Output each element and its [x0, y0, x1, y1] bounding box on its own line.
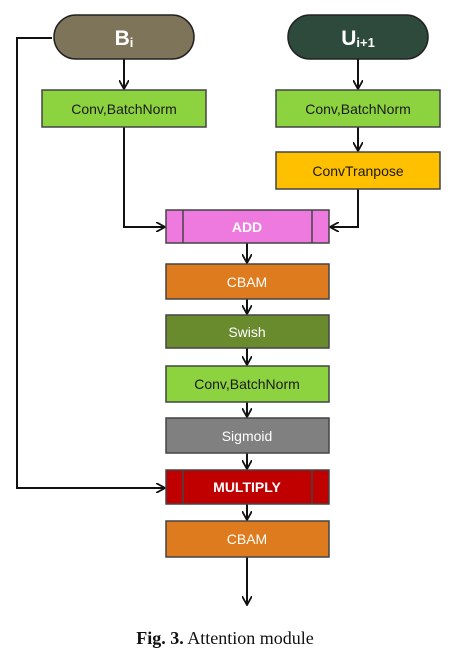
node-cbam-2: CBAM: [165, 520, 330, 558]
node-conv-batchnorm-mid: Conv,BatchNorm: [165, 365, 330, 403]
node-conv-transpose: ConvTranpose: [275, 151, 441, 190]
figure-caption: Fig. 3. Attention module: [0, 628, 450, 649]
node-b-input: Bi: [53, 14, 195, 60]
svg-text:Ui+1: Ui+1: [341, 27, 375, 50]
swish-label: Swish: [228, 324, 265, 340]
node-u-input: Ui+1: [287, 14, 429, 60]
node-sigmoid: Sigmoid: [165, 417, 330, 454]
node-conv-batchnorm-right: Conv,BatchNorm: [275, 89, 441, 128]
u-input-label: U: [341, 27, 356, 50]
sigmoid-label: Sigmoid: [222, 428, 273, 444]
u-input-subscript: i+1: [356, 35, 374, 50]
figure-caption-prefix: Fig. 3.: [136, 628, 184, 648]
b-input-label: B: [115, 27, 130, 50]
conv-batchnorm-mid-label: Conv,BatchNorm: [194, 376, 300, 392]
node-add: ADD: [165, 209, 330, 244]
conv-transpose-label: ConvTranpose: [312, 163, 404, 179]
node-cbam-1: CBAM: [165, 263, 330, 300]
b-input-subscript: i: [130, 35, 134, 50]
edge-b-skip-to-multiply: [16, 37, 164, 488]
node-conv-batchnorm-left: Conv,BatchNorm: [41, 89, 207, 128]
node-multiply: MULTIPLY: [165, 469, 330, 505]
add-label: ADD: [232, 219, 262, 235]
conv-batchnorm-left-label: Conv,BatchNorm: [71, 101, 177, 117]
conv-batchnorm-right-label: Conv,BatchNorm: [305, 101, 411, 117]
edge-transpose-to-add: [331, 189, 359, 227]
node-swish: Swish: [165, 314, 330, 349]
figure-caption-text: Attention module: [187, 628, 314, 648]
edge-conv-left-to-add: [123, 127, 164, 227]
multiply-label: MULTIPLY: [213, 479, 281, 495]
cbam-1-label: CBAM: [227, 274, 267, 290]
cbam-2-label: CBAM: [227, 531, 267, 547]
svg-text:Bi: Bi: [115, 27, 134, 50]
